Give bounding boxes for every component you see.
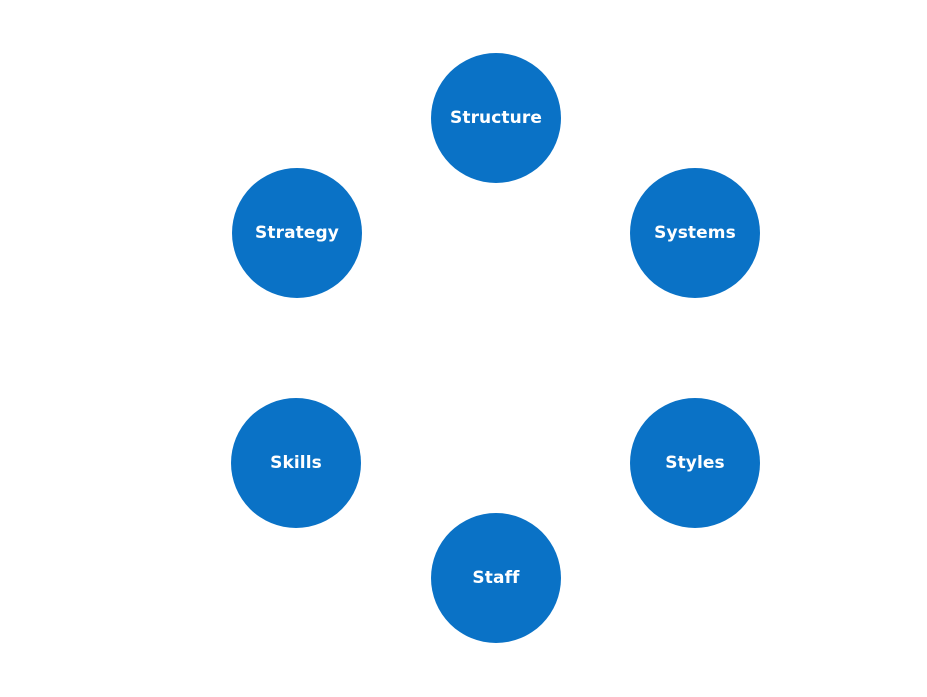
systems-node: Systems — [630, 168, 760, 298]
staff-node: Staff — [431, 513, 561, 643]
structure-node: Structure — [431, 53, 561, 183]
structure-label: Structure — [450, 108, 542, 128]
skills-label: Skills — [270, 453, 322, 473]
staff-label: Staff — [472, 568, 520, 588]
strategy-node: Strategy — [232, 168, 362, 298]
skills-node: Skills — [231, 398, 361, 528]
systems-label: Systems — [654, 223, 736, 243]
strategy-label: Strategy — [255, 223, 339, 243]
styles-node: Styles — [630, 398, 760, 528]
styles-label: Styles — [665, 453, 725, 473]
